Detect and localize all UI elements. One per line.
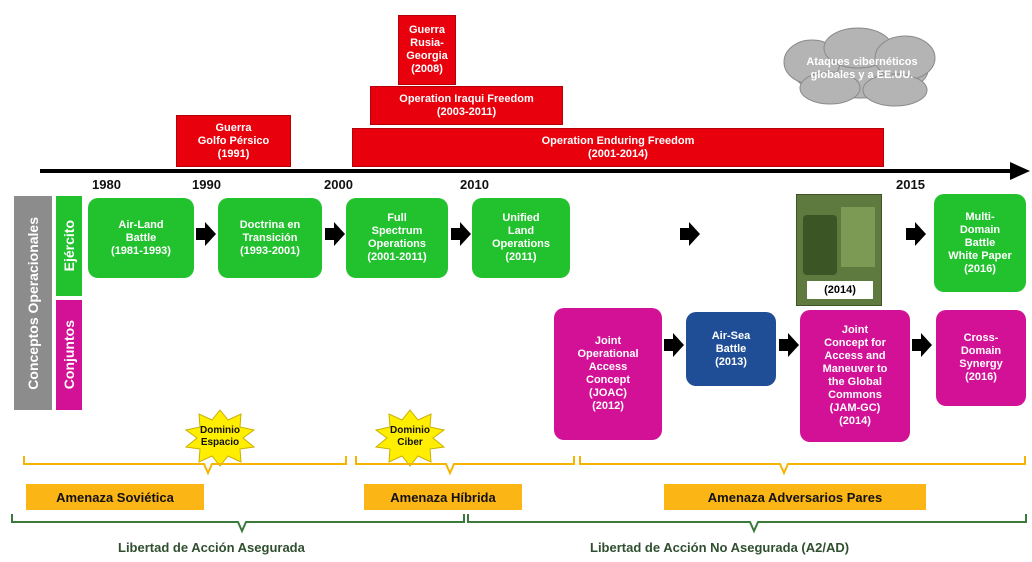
- year-2000: 2000: [324, 177, 353, 192]
- concept-joac: Joint Operational Access Concept (JOAC) …: [554, 308, 662, 440]
- army-flow-arrows: [196, 222, 926, 246]
- row-label-conceptos-text: Conceptos Operacionales: [25, 216, 41, 390]
- concept-unified-land-operations: Unified Land Operations (2011): [472, 198, 570, 278]
- concept-air-land-battle: Air-Land Battle (1981-1993): [88, 198, 194, 278]
- book-cover-image: (2014): [796, 194, 882, 306]
- row-label-conjuntos-text: Conjuntos: [61, 320, 77, 390]
- year-2010: 2010: [460, 177, 489, 192]
- concept-full-spectrum-operations: Full Spectrum Operations (2001-2011): [346, 198, 448, 278]
- book-caption: (2014): [807, 281, 873, 299]
- domain-ciber-label: Dominio Ciber: [390, 425, 430, 448]
- freedom-no-asegurada: Libertad de Acción No Asegurada (A2/AD): [590, 540, 850, 555]
- domain-espacio-label: Dominio Espacio: [200, 425, 240, 448]
- brace-hibrida: [355, 456, 575, 476]
- threat-braces: [23, 456, 1026, 476]
- event-operation-enduring-freedom: Operation Enduring Freedom (2001-2014): [352, 128, 884, 167]
- star-espacio: [184, 409, 256, 467]
- threat-sovietica: Amenaza Soviética: [26, 484, 204, 510]
- arrow-5: [906, 222, 926, 246]
- threat-hibrida: Amenaza Híbrida: [364, 484, 522, 510]
- brace-pares: [579, 456, 1026, 476]
- arrow-3: [451, 222, 471, 246]
- row-label-ejercito-text: Ejército: [61, 220, 77, 272]
- brace-no-asegurada: [467, 514, 1027, 534]
- year-1980: 1980: [92, 177, 121, 192]
- brace-sovietica: [23, 456, 347, 476]
- row-label-ejercito: Ejército: [56, 196, 82, 296]
- event-guerra-golfo-persico: Guerra Golfo Pérsico (1991): [176, 115, 291, 167]
- timeline-arrowhead: [1010, 162, 1030, 180]
- arrow-7: [779, 333, 799, 357]
- concept-cross-domain-synergy: Cross- Domain Synergy (2016): [936, 310, 1026, 406]
- cloud-label: Ataques cibernéticos globales y a EE.UU.: [806, 56, 918, 81]
- year-1990: 1990: [192, 177, 221, 192]
- joint-flow-arrows: [664, 333, 932, 357]
- threat-adversarios-pares: Amenaza Adversarios Pares: [664, 484, 926, 510]
- concept-doctrina-transicion: Doctrina en Transición (1993-2001): [218, 198, 322, 278]
- freedom-asegurada: Libertad de Acción Asegurada: [118, 540, 305, 555]
- arrow-6: [664, 333, 684, 357]
- book-cover-art: [803, 215, 837, 275]
- star-ciber: [374, 409, 446, 467]
- arrow-8: [912, 333, 932, 357]
- row-label-conjuntos: Conjuntos: [56, 300, 82, 410]
- event-operation-iraqi-freedom: Operation Iraqui Freedom (2003-2011): [370, 86, 563, 125]
- arrow-4: [680, 222, 700, 246]
- arrow-1: [196, 222, 216, 246]
- brace-asegurada: [11, 514, 465, 534]
- concept-multi-domain-battle: Multi- Domain Battle White Paper (2016): [934, 194, 1026, 292]
- row-label-conceptos: Conceptos Operacionales: [14, 196, 52, 410]
- arrow-2: [325, 222, 345, 246]
- cloud-shape: [783, 27, 936, 107]
- freedom-braces: [11, 514, 1027, 534]
- event-guerra-rusia-georgia: Guerra Rusia- Georgia (2008): [398, 15, 456, 85]
- concept-air-sea-battle: Air-Sea Battle (2013): [686, 312, 776, 386]
- book-cover-title-block: [841, 207, 875, 267]
- year-2015: 2015: [896, 177, 925, 192]
- concept-jam-gc: Joint Concept for Access and Maneuver to…: [800, 310, 910, 442]
